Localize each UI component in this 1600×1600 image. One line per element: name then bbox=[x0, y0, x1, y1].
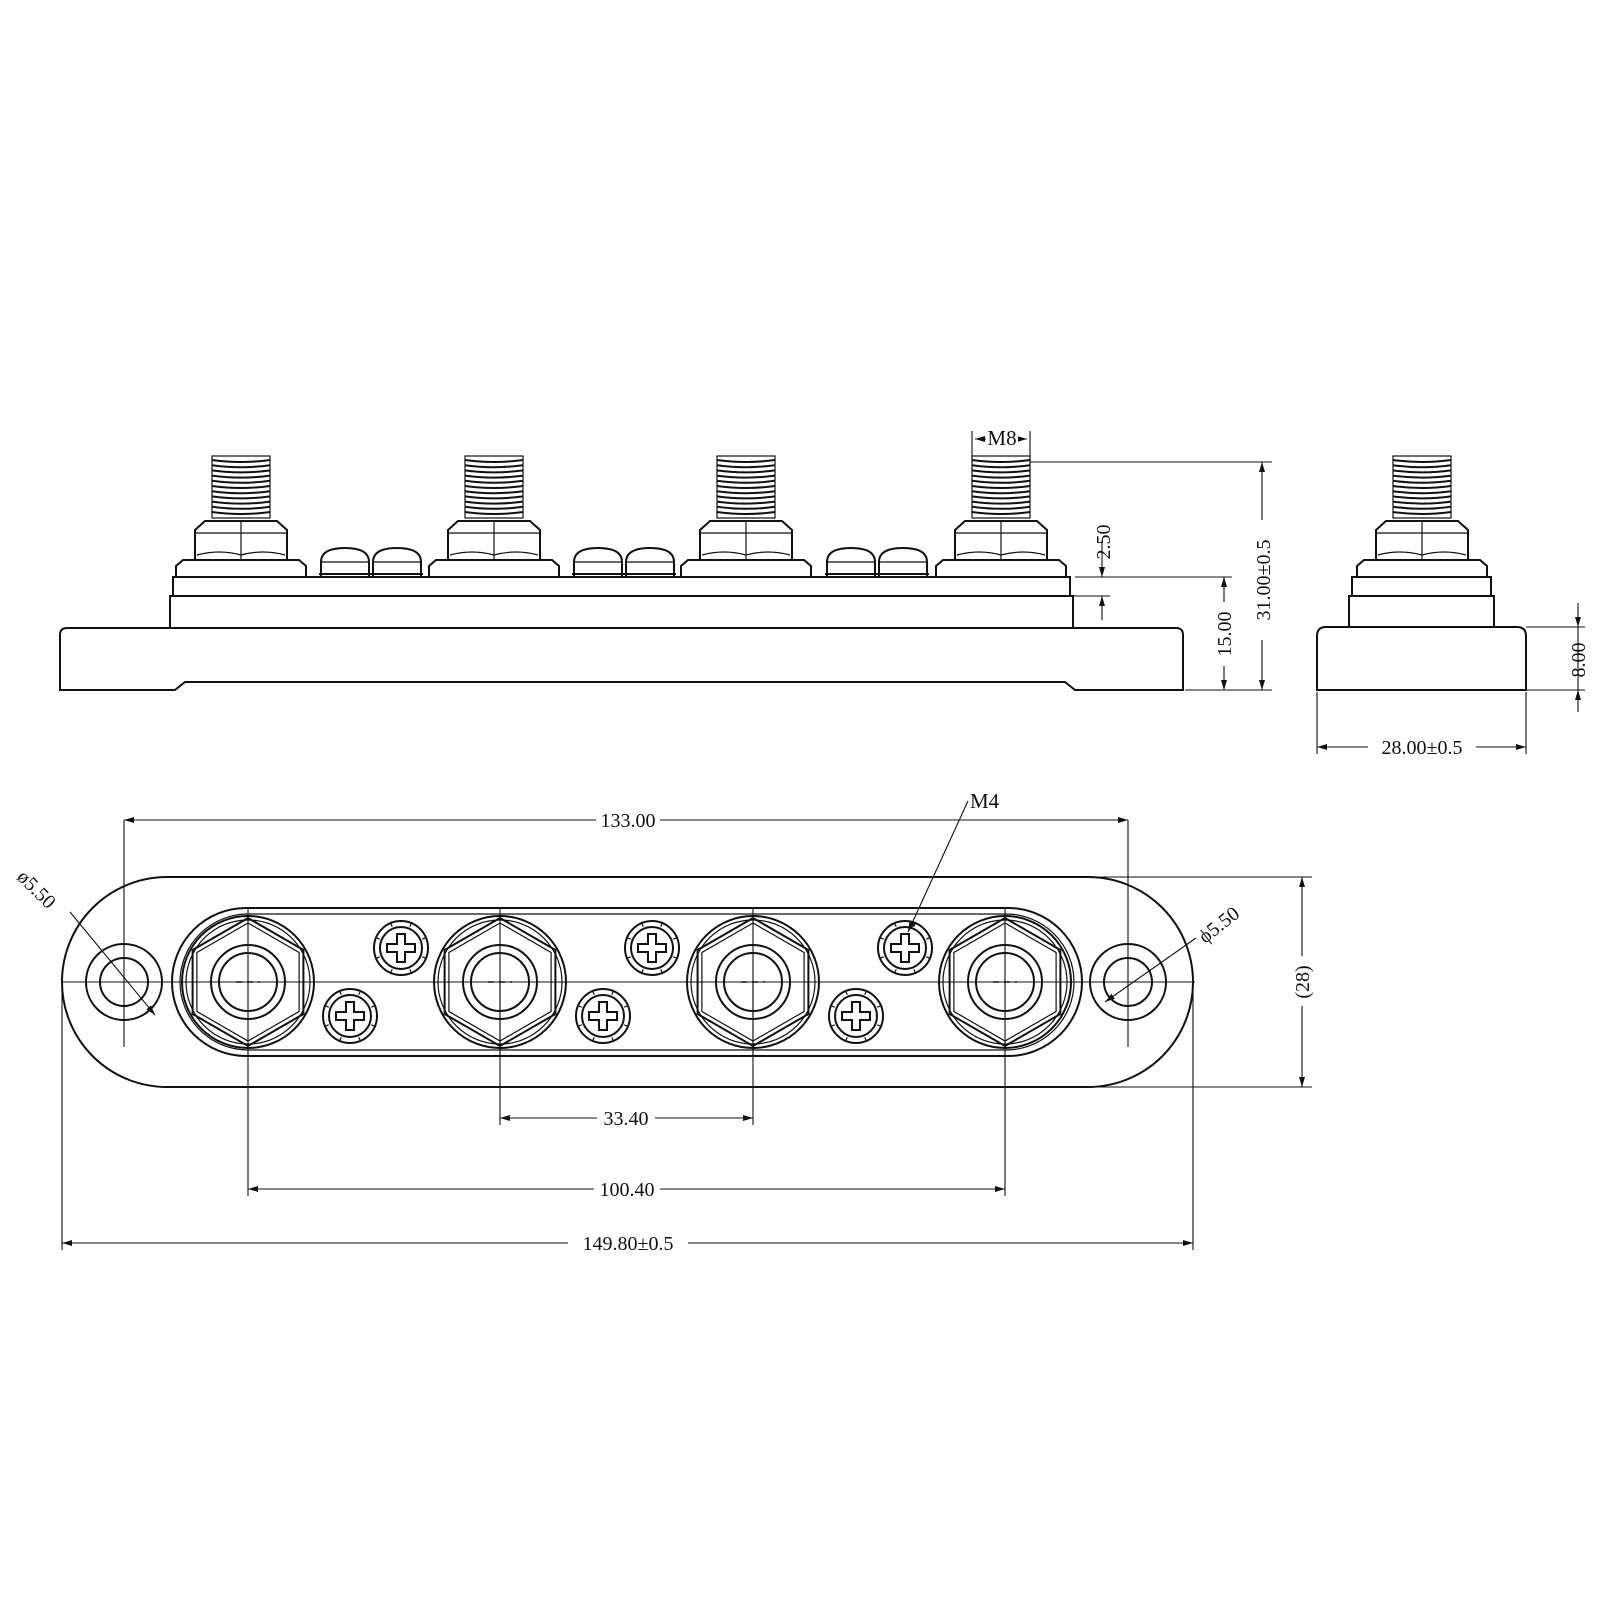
front-top-rail bbox=[172, 576, 1071, 597]
front-stud-4 bbox=[935, 455, 1067, 578]
mounting-hole-right bbox=[1089, 820, 1167, 1047]
dim-28: 28.00±0.5 bbox=[1382, 737, 1463, 759]
front-stud-2 bbox=[428, 455, 560, 578]
front-screw-5 bbox=[825, 546, 877, 578]
dim-15: 15.00 bbox=[1214, 612, 1236, 657]
top-screw-2 bbox=[624, 920, 680, 976]
label-m4: M4 bbox=[970, 789, 1000, 813]
dimension-lines: M8 31.00±0.5 15.00 2.50 8.00 28.00±0.5 bbox=[12, 426, 1590, 1255]
top-view bbox=[61, 820, 1195, 1088]
front-upper-housing bbox=[169, 595, 1074, 629]
top-screw-1 bbox=[373, 920, 429, 976]
front-screw-6 bbox=[877, 546, 929, 578]
dim-m8: M8 bbox=[987, 426, 1016, 450]
top-screw-6 bbox=[828, 988, 884, 1044]
top-housing-inner bbox=[179, 913, 1075, 1051]
top-screw-5 bbox=[575, 988, 631, 1044]
front-base-plate bbox=[59, 627, 1184, 691]
front-stud-1 bbox=[175, 455, 307, 578]
side-view bbox=[1316, 455, 1527, 691]
top-stud-1 bbox=[181, 908, 315, 1056]
dim-33-40: 33.40 bbox=[604, 1108, 649, 1130]
top-screw-3 bbox=[877, 920, 933, 976]
dim-8: 8.00 bbox=[1568, 643, 1590, 678]
dim-31: 31.00±0.5 bbox=[1253, 540, 1275, 621]
front-view bbox=[59, 455, 1184, 691]
dim-2-50: 2.50 bbox=[1093, 525, 1115, 560]
front-stud-3 bbox=[680, 455, 812, 578]
mounting-hole-left bbox=[85, 820, 163, 1047]
side-base bbox=[1316, 626, 1527, 691]
dim-hole-right: ϕ5.50 bbox=[1195, 903, 1244, 948]
top-base-outline bbox=[61, 876, 1194, 1088]
dim-149-80: 149.80±0.5 bbox=[583, 1233, 674, 1255]
top-housing-outline bbox=[171, 907, 1083, 1057]
front-screw-3 bbox=[572, 546, 624, 578]
side-housing bbox=[1348, 595, 1495, 628]
dim-28-ref: (28) bbox=[1292, 965, 1314, 998]
front-screw-2 bbox=[371, 546, 423, 578]
top-stud-4 bbox=[938, 908, 1072, 1056]
front-screw-1 bbox=[319, 546, 371, 578]
front-screw-4 bbox=[624, 546, 676, 578]
dim-100-40: 100.40 bbox=[600, 1179, 655, 1201]
side-top-rail bbox=[1351, 576, 1492, 597]
side-stud bbox=[1356, 455, 1488, 578]
dim-hole-left: ø5.50 bbox=[12, 866, 59, 913]
dim-133: 133.00 bbox=[601, 810, 656, 832]
top-screw-4 bbox=[322, 988, 378, 1044]
